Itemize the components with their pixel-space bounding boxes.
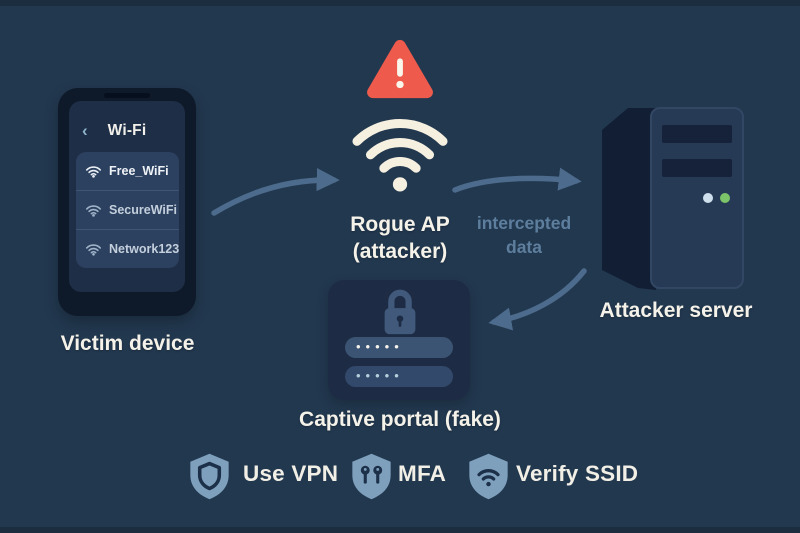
wifi-settings-title: Wi-Fi: [107, 122, 147, 139]
shield-vpn-icon: [190, 453, 229, 500]
wifi-icon: [85, 244, 102, 256]
shield-keys-icon: [352, 453, 391, 500]
portal-password-field: •••••: [345, 366, 453, 387]
wifi-icon: [85, 205, 102, 217]
intercepted-data-annotation: intercepted data: [463, 211, 585, 259]
rogue-ap-label: Rogue AP (attacker): [318, 211, 482, 265]
top-edge-strip: [0, 0, 800, 6]
arrow-rogue-to-server: [452, 167, 582, 193]
rogue-ap-name: Rogue AP: [350, 213, 450, 236]
rogue-ap-wifi-icon: [352, 119, 448, 192]
network-name: Network123: [109, 242, 180, 256]
rogue-ap-subtitle: (attacker): [352, 240, 448, 263]
server-drive-bay: [662, 159, 732, 177]
wifi-icon: [85, 166, 102, 178]
arrow-victim-to-rogue: [211, 168, 340, 216]
verify-ssid-label: Verify SSID: [516, 461, 639, 486]
shield-wifi-icon: [469, 453, 508, 500]
wifi-network-row-network123: Network123: [76, 229, 179, 268]
warning-triangle-icon: [367, 39, 433, 99]
use-vpn-label: Use VPN: [243, 461, 339, 486]
masked-credential: •••••: [356, 339, 404, 354]
network-name: SecureWiFi: [109, 203, 177, 217]
arrow-server-to-portal: [488, 268, 587, 331]
intercepted-line2: data: [506, 237, 542, 257]
mfa-label: MFA: [398, 461, 447, 486]
network-name: Free_WiFi: [109, 164, 169, 178]
bottom-edge-strip: [0, 527, 800, 533]
victim-device-label: Victim device: [60, 332, 195, 355]
server-led-blue: [703, 193, 713, 203]
wifi-network-row-free-wifi: Free_WiFi: [76, 152, 179, 190]
server-drive-bay: [662, 125, 732, 143]
wifi-network-row-secure-wifi: SecureWiFi: [76, 190, 179, 229]
phone-wifi-header: ‹ Wi-Fi: [69, 120, 185, 142]
attacker-server-label: Attacker server: [599, 299, 753, 322]
intercepted-line1: intercepted: [476, 213, 572, 233]
server-front-panel: [650, 107, 744, 289]
lock-icon: [384, 289, 416, 335]
masked-credential: •••••: [356, 368, 404, 383]
server-side-panel: [602, 108, 656, 290]
captive-portal-label: Captive portal (fake): [299, 408, 501, 431]
wifi-network-list: Free_WiFi SecureWiFi: [76, 152, 179, 268]
back-chevron-icon: ‹: [82, 121, 88, 140]
portal-username-field: •••••: [345, 337, 453, 358]
server-led-green: [720, 193, 730, 203]
phone-speaker: [104, 93, 150, 98]
